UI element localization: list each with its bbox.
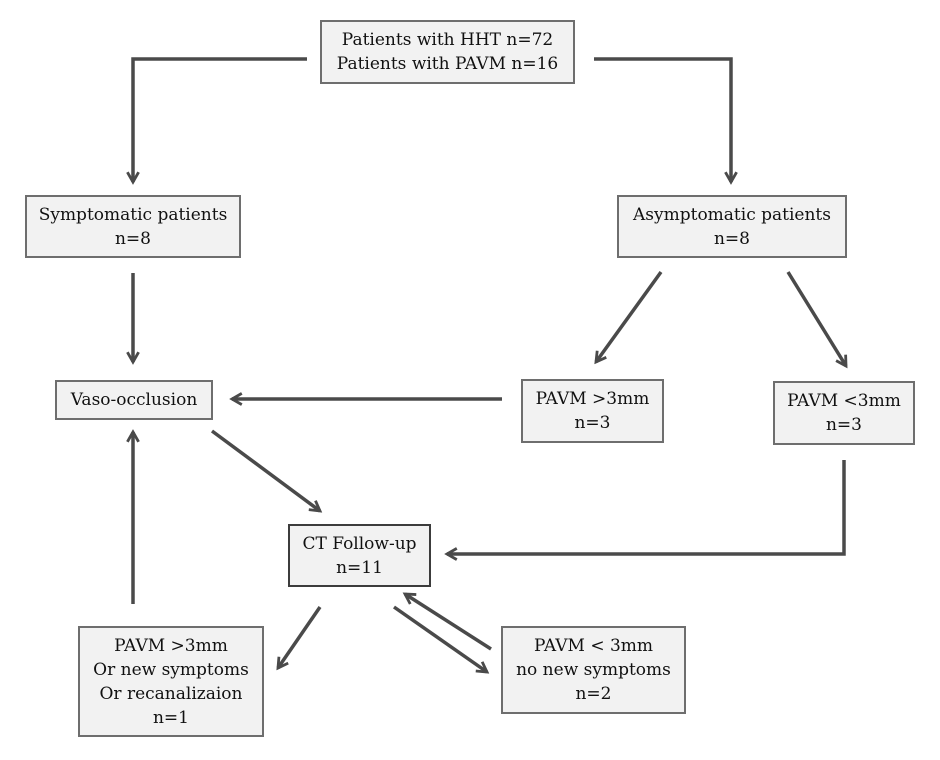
node-followup-bad-line-3: Or recanalizaion — [99, 683, 243, 704]
node-ct-followup: CT Follow-up n=11 — [288, 524, 431, 587]
node-pavm-gt3-line-1: PAVM >3mm — [535, 389, 650, 409]
node-pavm-gt3-line-2: n=3 — [574, 413, 611, 433]
node-followup-stable: PAVM < 3mm no new symptoms n=2 — [501, 626, 686, 714]
node-followup-stable-line-3: n=2 — [575, 684, 612, 704]
node-symptomatic-patients: Symptomatic patients n=8 — [25, 195, 241, 258]
node-asymptomatic-patients-line-1: Asymptomatic patients — [633, 204, 831, 225]
arrow-ct-followup-to-followup-stable — [392, 605, 490, 674]
node-followup-stable-line-2: no new symptoms — [516, 660, 671, 680]
node-vaso-occlusion: Vaso-occlusion — [55, 380, 213, 420]
arrow-vaso-occlusion-to-ct-followup — [210, 429, 323, 513]
node-symptomatic-patients-line-1: Symptomatic patients — [38, 204, 228, 225]
node-pavm-lt3-line-2: n=3 — [825, 415, 862, 435]
node-followup-bad-line-1: PAVM >3mm — [114, 635, 228, 656]
arrow-asymptomatic-to-pavm-lt3 — [786, 271, 848, 369]
node-followup-bad-line-2: Or new symptoms — [93, 659, 249, 680]
node-ct-followup-line-2: n=11 — [336, 557, 383, 578]
node-pavm-lt3: PAVM <3mm n=3 — [773, 381, 915, 445]
arrow-root-to-asymptomatic — [594, 57, 738, 185]
node-asymptomatic-patients-line-2: n=8 — [713, 228, 750, 249]
node-hht-patients: Patients with HHT n=72 Patients with PAV… — [320, 20, 575, 84]
arrow-followup-stable-to-ct-followup — [402, 592, 492, 651]
node-hht-patients-line-2: Patients with PAVM n=16 — [336, 54, 559, 74]
arrow-root-to-symptomatic — [126, 57, 307, 185]
node-followup-bad-line-4: n=1 — [152, 707, 189, 728]
arrow-ct-followup-to-followup-bad — [276, 606, 322, 671]
node-symptomatic-patients-line-2: n=8 — [114, 228, 151, 249]
arrow-asymptomatic-to-pavm-gt3 — [594, 270, 663, 365]
node-asymptomatic-patients: Asymptomatic patients n=8 — [617, 195, 847, 258]
node-pavm-lt3-line-1: PAVM <3mm — [787, 391, 901, 411]
node-hht-patients-line-1: Patients with HHT n=72 — [341, 30, 554, 50]
node-pavm-gt3: PAVM >3mm n=3 — [521, 379, 664, 443]
arrow-pavm-lt3-to-ct-followup — [444, 460, 846, 561]
node-vaso-occlusion-label: Vaso-occlusion — [70, 390, 198, 410]
node-followup-stable-line-1: PAVM < 3mm — [533, 636, 654, 656]
node-ct-followup-line-1: CT Follow-up — [302, 533, 417, 554]
node-followup-bad: PAVM >3mm Or new symptoms Or recanalizai… — [78, 626, 264, 737]
